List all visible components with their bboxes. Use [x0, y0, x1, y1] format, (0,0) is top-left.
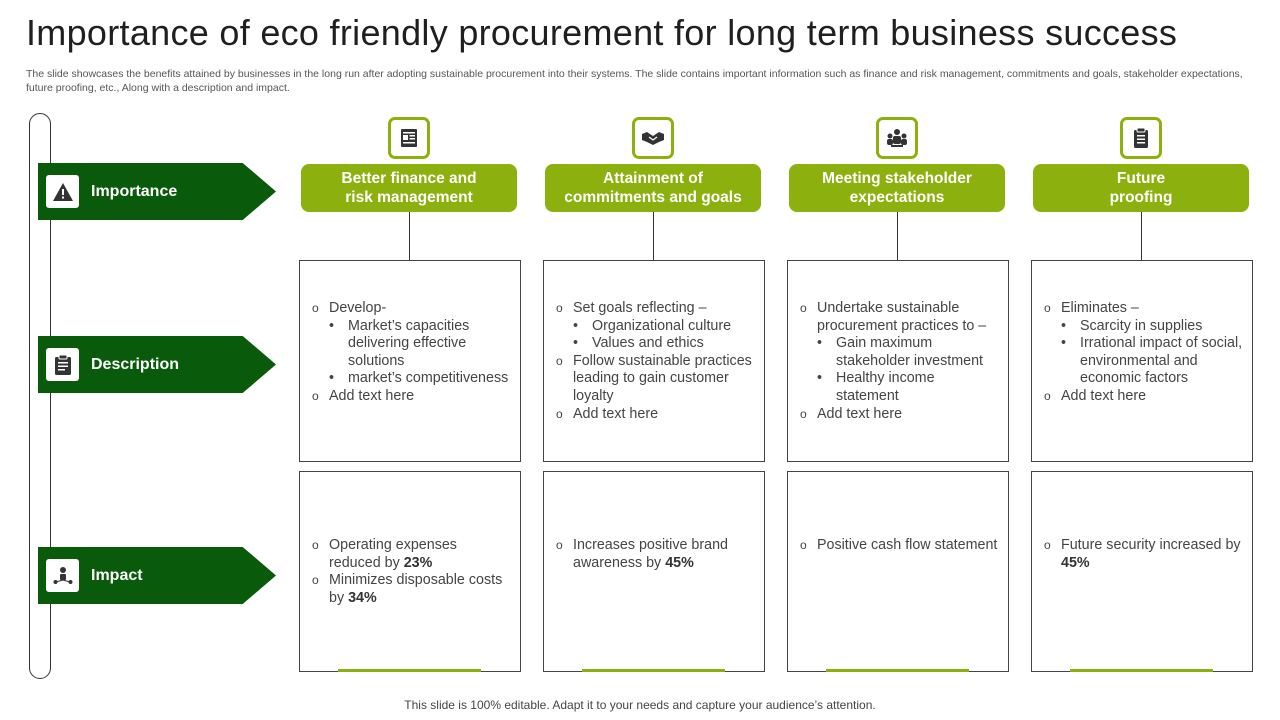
impact-item: Future security increased by 45%: [1044, 537, 1244, 572]
impact-item: Increases positive brand awareness by 45…: [556, 537, 756, 572]
footer-note: This slide is 100% editable. Adapt it to…: [404, 698, 876, 712]
bullet-item: Add text here: [556, 406, 756, 424]
sub-bullet: Market’s capacities delivering effective…: [312, 318, 512, 371]
header-line: commitments and goals: [564, 189, 742, 206]
impact-cell: Positive cash flow statement: [787, 471, 1009, 672]
description-list: Eliminates –Scarcity in suppliesIrration…: [1044, 300, 1244, 406]
column-header-commitments: Attainment of commitments and goals: [545, 164, 761, 212]
sub-bullet: Healthy income statement: [800, 370, 1000, 405]
impact-text: Future security increased by: [1061, 537, 1241, 553]
header-line: expectations: [849, 189, 945, 206]
impact-text: Increases positive brand awareness by: [573, 537, 728, 571]
handshake-icon: [632, 117, 674, 159]
header-line: Future: [1116, 170, 1166, 187]
impact-item: Operating expenses reduced by 23%: [312, 537, 512, 572]
description-cell: Set goals reflecting –Organizational cul…: [543, 260, 765, 462]
accent-line: [826, 669, 969, 672]
impact-text: Minimizes disposable costs by: [329, 572, 503, 606]
sub-bullet: Gain maximum stakeholder investment: [800, 335, 1000, 370]
row-label-text: Impact: [91, 567, 143, 584]
clipboard-icon: [46, 348, 79, 381]
row-label-importance: Importance: [38, 163, 276, 220]
sub-bullet: Organizational culture: [556, 318, 756, 336]
row-label-text: Importance: [91, 183, 178, 200]
impact-list: Increases positive brand awareness by 45…: [556, 537, 756, 572]
description-list: Set goals reflecting –Organizational cul…: [556, 300, 756, 423]
bullet-item: Undertake sustainable procurement practi…: [800, 300, 1000, 335]
sub-bullet: Scarcity in supplies: [1044, 318, 1244, 336]
connector-line: [653, 212, 654, 260]
checklist-icon: [1120, 117, 1162, 159]
document-chart-icon: [388, 117, 430, 159]
header-line: risk management: [345, 189, 473, 206]
description-cell: Develop-Market’s capacities delivering e…: [299, 260, 521, 462]
impact-list: Positive cash flow statement: [800, 537, 1000, 555]
impact-value: 45%: [1061, 554, 1090, 571]
accent-line: [1070, 669, 1213, 672]
row-label-impact: Impact: [38, 547, 276, 604]
impact-list: Future security increased by 45%: [1044, 537, 1244, 572]
impact-cell: Operating expenses reduced by 23%Minimiz…: [299, 471, 521, 672]
header-line: Attainment of: [603, 170, 703, 187]
header-line: Meeting stakeholder: [822, 170, 972, 187]
impact-value: 23%: [403, 554, 433, 571]
row-label-text: Description: [91, 356, 180, 373]
bullet-item: Develop-: [312, 300, 512, 318]
column-header-finance: Better finance and risk management: [301, 164, 517, 212]
bullet-item: Eliminates –: [1044, 300, 1244, 318]
description-cell: Undertake sustainable procurement practi…: [787, 260, 1009, 462]
sub-bullet: Irrational impact of social, environment…: [1044, 335, 1244, 388]
impact-item: Minimizes disposable costs by 34%: [312, 572, 512, 607]
description-list: Undertake sustainable procurement practi…: [800, 300, 1000, 423]
bullet-item: Follow sustainable practices leading to …: [556, 353, 756, 406]
impact-text: Operating expenses reduced by: [329, 537, 457, 571]
impact-value: 34%: [348, 589, 377, 606]
team-icon: [876, 117, 918, 159]
timeline-rail: [29, 113, 51, 679]
accent-line: [582, 669, 725, 672]
impact-value: 45%: [665, 554, 694, 571]
impact-cell: Increases positive brand awareness by 45…: [543, 471, 765, 672]
header-line: Better finance and: [341, 170, 477, 187]
bullet-item: Set goals reflecting –: [556, 300, 756, 318]
bullet-item: Add text here: [312, 388, 512, 406]
description-cell: Eliminates –Scarcity in suppliesIrration…: [1031, 260, 1253, 462]
bullet-item: Add text here: [1044, 388, 1244, 406]
connector-line: [1141, 212, 1142, 260]
sub-bullet: Values and ethics: [556, 335, 756, 353]
column-header-stakeholder: Meeting stakeholder expectations: [789, 164, 1005, 212]
accent-line: [338, 669, 481, 672]
bullet-item: Add text here: [800, 406, 1000, 424]
warning-icon: [46, 175, 79, 208]
header-line: proofing: [1109, 189, 1173, 206]
impact-list: Operating expenses reduced by 23%Minimiz…: [312, 537, 512, 607]
connector-line: [897, 212, 898, 260]
slide-subtitle: The slide showcases the benefits attaine…: [26, 68, 1243, 94]
impact-item: Positive cash flow statement: [800, 537, 1000, 555]
slide-title: Importance of eco friendly procurement f…: [26, 12, 1178, 53]
description-list: Develop-Market’s capacities delivering e…: [312, 300, 512, 406]
impact-cell: Future security increased by 45%: [1031, 471, 1253, 672]
connector-line: [409, 212, 410, 260]
column-header-future: Future proofing: [1033, 164, 1249, 212]
row-label-description: Description: [38, 336, 276, 393]
sub-bullet: market’s competitiveness: [312, 370, 512, 388]
people-network-icon: [46, 559, 79, 592]
impact-text: Positive cash flow statement: [817, 537, 998, 553]
